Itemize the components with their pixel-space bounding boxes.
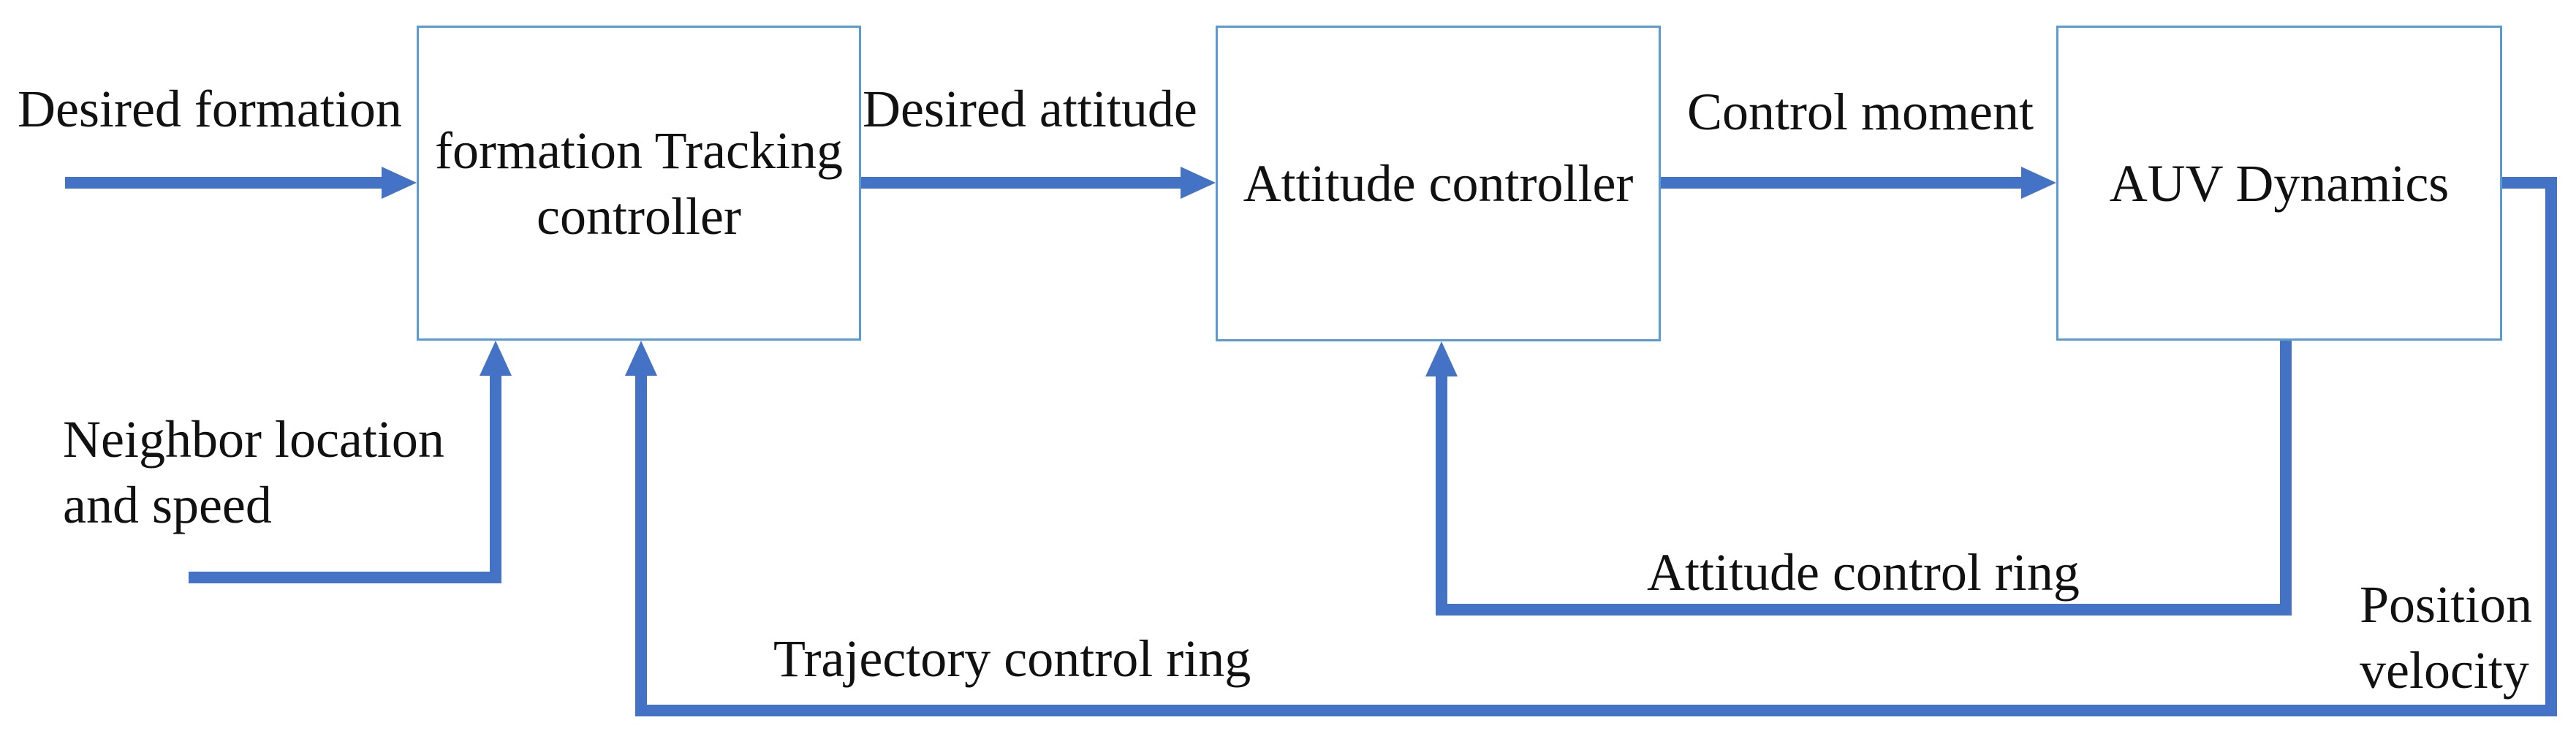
control-moment-arrowhead-icon [2021,167,2056,199]
control-moment-arrow-shaft [1661,177,2023,189]
block-auv-dynamics: AUV Dynamics [2056,26,2502,341]
attitude-ring-horizontal-line [1436,604,2292,616]
block-auv-dynamics-label: AUV Dynamics [2109,154,2450,213]
attitude-ring-rise-vertical [1436,373,1447,616]
attitude-ring-drop-vertical [2280,341,2292,616]
attitude-ring-arrowhead-icon [1425,341,1458,376]
neighbor-input-arrowhead-icon [480,341,512,376]
trajectory-ring-arrowhead-icon [625,341,657,376]
position-velocity-label: Position velocity [2360,575,2533,700]
desired-attitude-arrowhead-icon [1181,167,1216,199]
control-moment-label: Control moment [1687,83,2034,141]
trajectory-control-ring-label: Trajectory control ring [773,629,1251,688]
attitude-control-ring-label: Attitude control ring [1647,543,2080,602]
neighbor-input-horizontal-line [189,572,501,583]
block-attitude-controller-label: Attitude controller [1243,154,1634,213]
neighbor-input-rise-vertical [490,373,501,583]
neighbor-location-speed-label: Neighbor location and speed [63,410,444,534]
block-attitude-controller: Attitude controller [1216,26,1661,341]
desired-attitude-label: Desired attitude [863,80,1197,138]
block-formation-tracking-controller: formation Tracking controller [417,26,861,341]
desired-formation-label: Desired formation [18,80,402,138]
block-formation-tracking-controller-label: formation Tracking controller [435,121,843,246]
auv-output-segment [2502,177,2557,189]
desired-formation-arrow-shaft [65,177,383,189]
position-velocity-feedback-vertical [2545,177,2557,716]
trajectory-ring-bottom-line [635,705,2557,716]
desired-formation-arrowhead-icon [382,167,417,199]
desired-attitude-arrow-shaft [861,177,1182,189]
trajectory-ring-rise-vertical [635,373,647,716]
